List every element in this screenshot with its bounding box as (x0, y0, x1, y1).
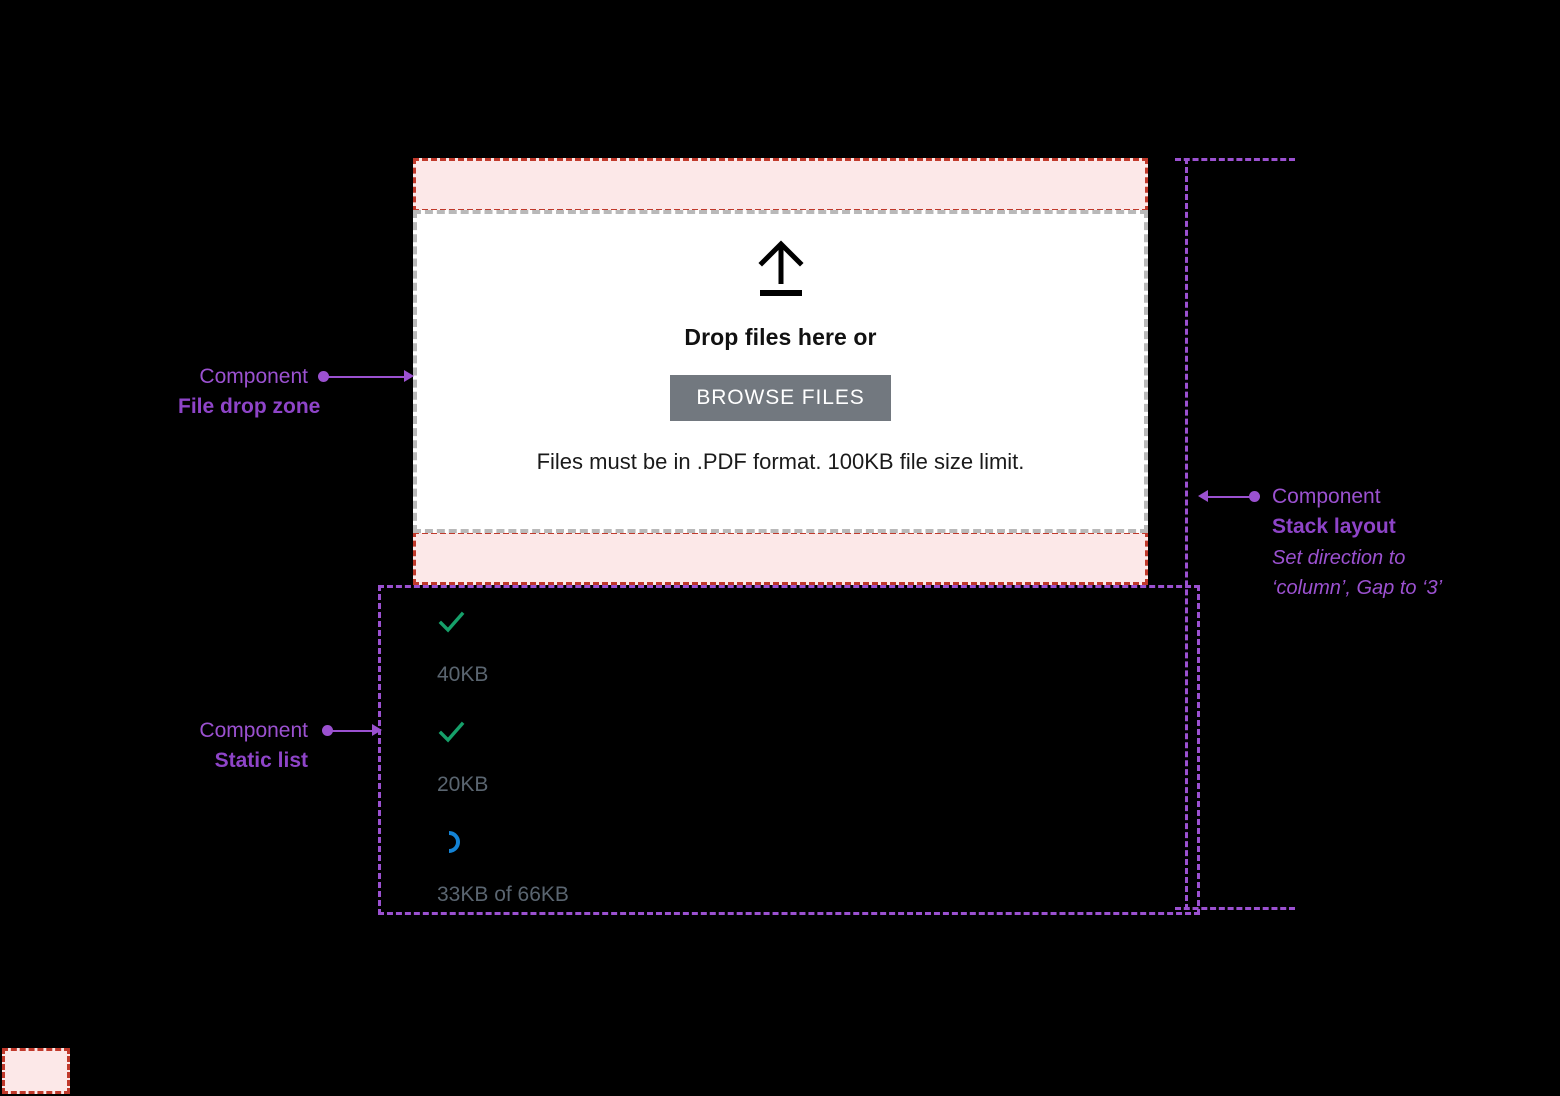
drop-zone-title: Drop files here or (684, 324, 877, 350)
annotation-kicker: Component (1272, 485, 1381, 508)
annotation-kicker: Component (199, 719, 308, 742)
stack-layout-bracket-line (1185, 158, 1188, 910)
static-list: 40KB 20KB 33KB of 66KB (378, 585, 1200, 915)
connector-line (327, 376, 407, 378)
connector-dot-icon (318, 371, 329, 382)
annotation-connector-file-drop-zone (318, 366, 416, 386)
check-icon (438, 611, 465, 633)
connector-line (331, 730, 376, 732)
connector-dot-icon (1249, 491, 1260, 502)
spacing-legend-swatch (2, 1048, 70, 1094)
connector-arrowhead-icon (372, 724, 382, 736)
browse-files-button[interactable]: BROWSE FILES (670, 375, 891, 421)
annotation-static-list: Component Static list (176, 716, 308, 777)
annotation-connector-stack-layout (1198, 486, 1260, 506)
file-name (437, 859, 1177, 881)
file-name (437, 749, 1177, 771)
drop-zone-hint: Files must be in .PDF format. 100KB file… (536, 449, 1025, 474)
spinner-icon (448, 831, 460, 853)
annotation-stack-layout: Component Stack layout Set direction to … (1272, 482, 1442, 603)
annotation-connector-static-list (322, 720, 384, 740)
file-drop-zone[interactable]: Drop files here or BROWSE FILES Files mu… (413, 210, 1148, 533)
upload-arrow-icon (757, 240, 804, 296)
annotation-desc-line-1: Set direction to (1272, 546, 1406, 569)
connector-line (1206, 496, 1252, 498)
spacing-band-bottom (413, 531, 1148, 585)
file-name (437, 639, 1177, 661)
file-size: 40KB (437, 663, 489, 686)
annotation-kicker: Component (199, 365, 308, 388)
annotation-file-drop-zone: Component File drop zone (178, 362, 321, 423)
annotation-title: File drop zone (178, 395, 321, 419)
file-size: 33KB of 66KB (437, 883, 569, 906)
annotation-desc-line-2: ‘column’, Gap to ‘3’ (1272, 576, 1443, 599)
list-item[interactable]: 33KB of 66KB (437, 828, 1177, 907)
annotation-title: Stack layout (1272, 515, 1396, 539)
check-icon (438, 721, 465, 743)
spacing-band-top (413, 158, 1148, 212)
connector-arrowhead-icon (404, 370, 414, 382)
stack-layout-bracket (1175, 158, 1295, 910)
list-item[interactable]: 20KB (437, 718, 1177, 797)
annotation-title: Static list (214, 749, 308, 773)
file-size: 20KB (437, 773, 489, 796)
list-item[interactable]: 40KB (437, 608, 1177, 687)
connector-dot-icon (322, 725, 333, 736)
connector-arrowhead-icon (1198, 490, 1208, 502)
